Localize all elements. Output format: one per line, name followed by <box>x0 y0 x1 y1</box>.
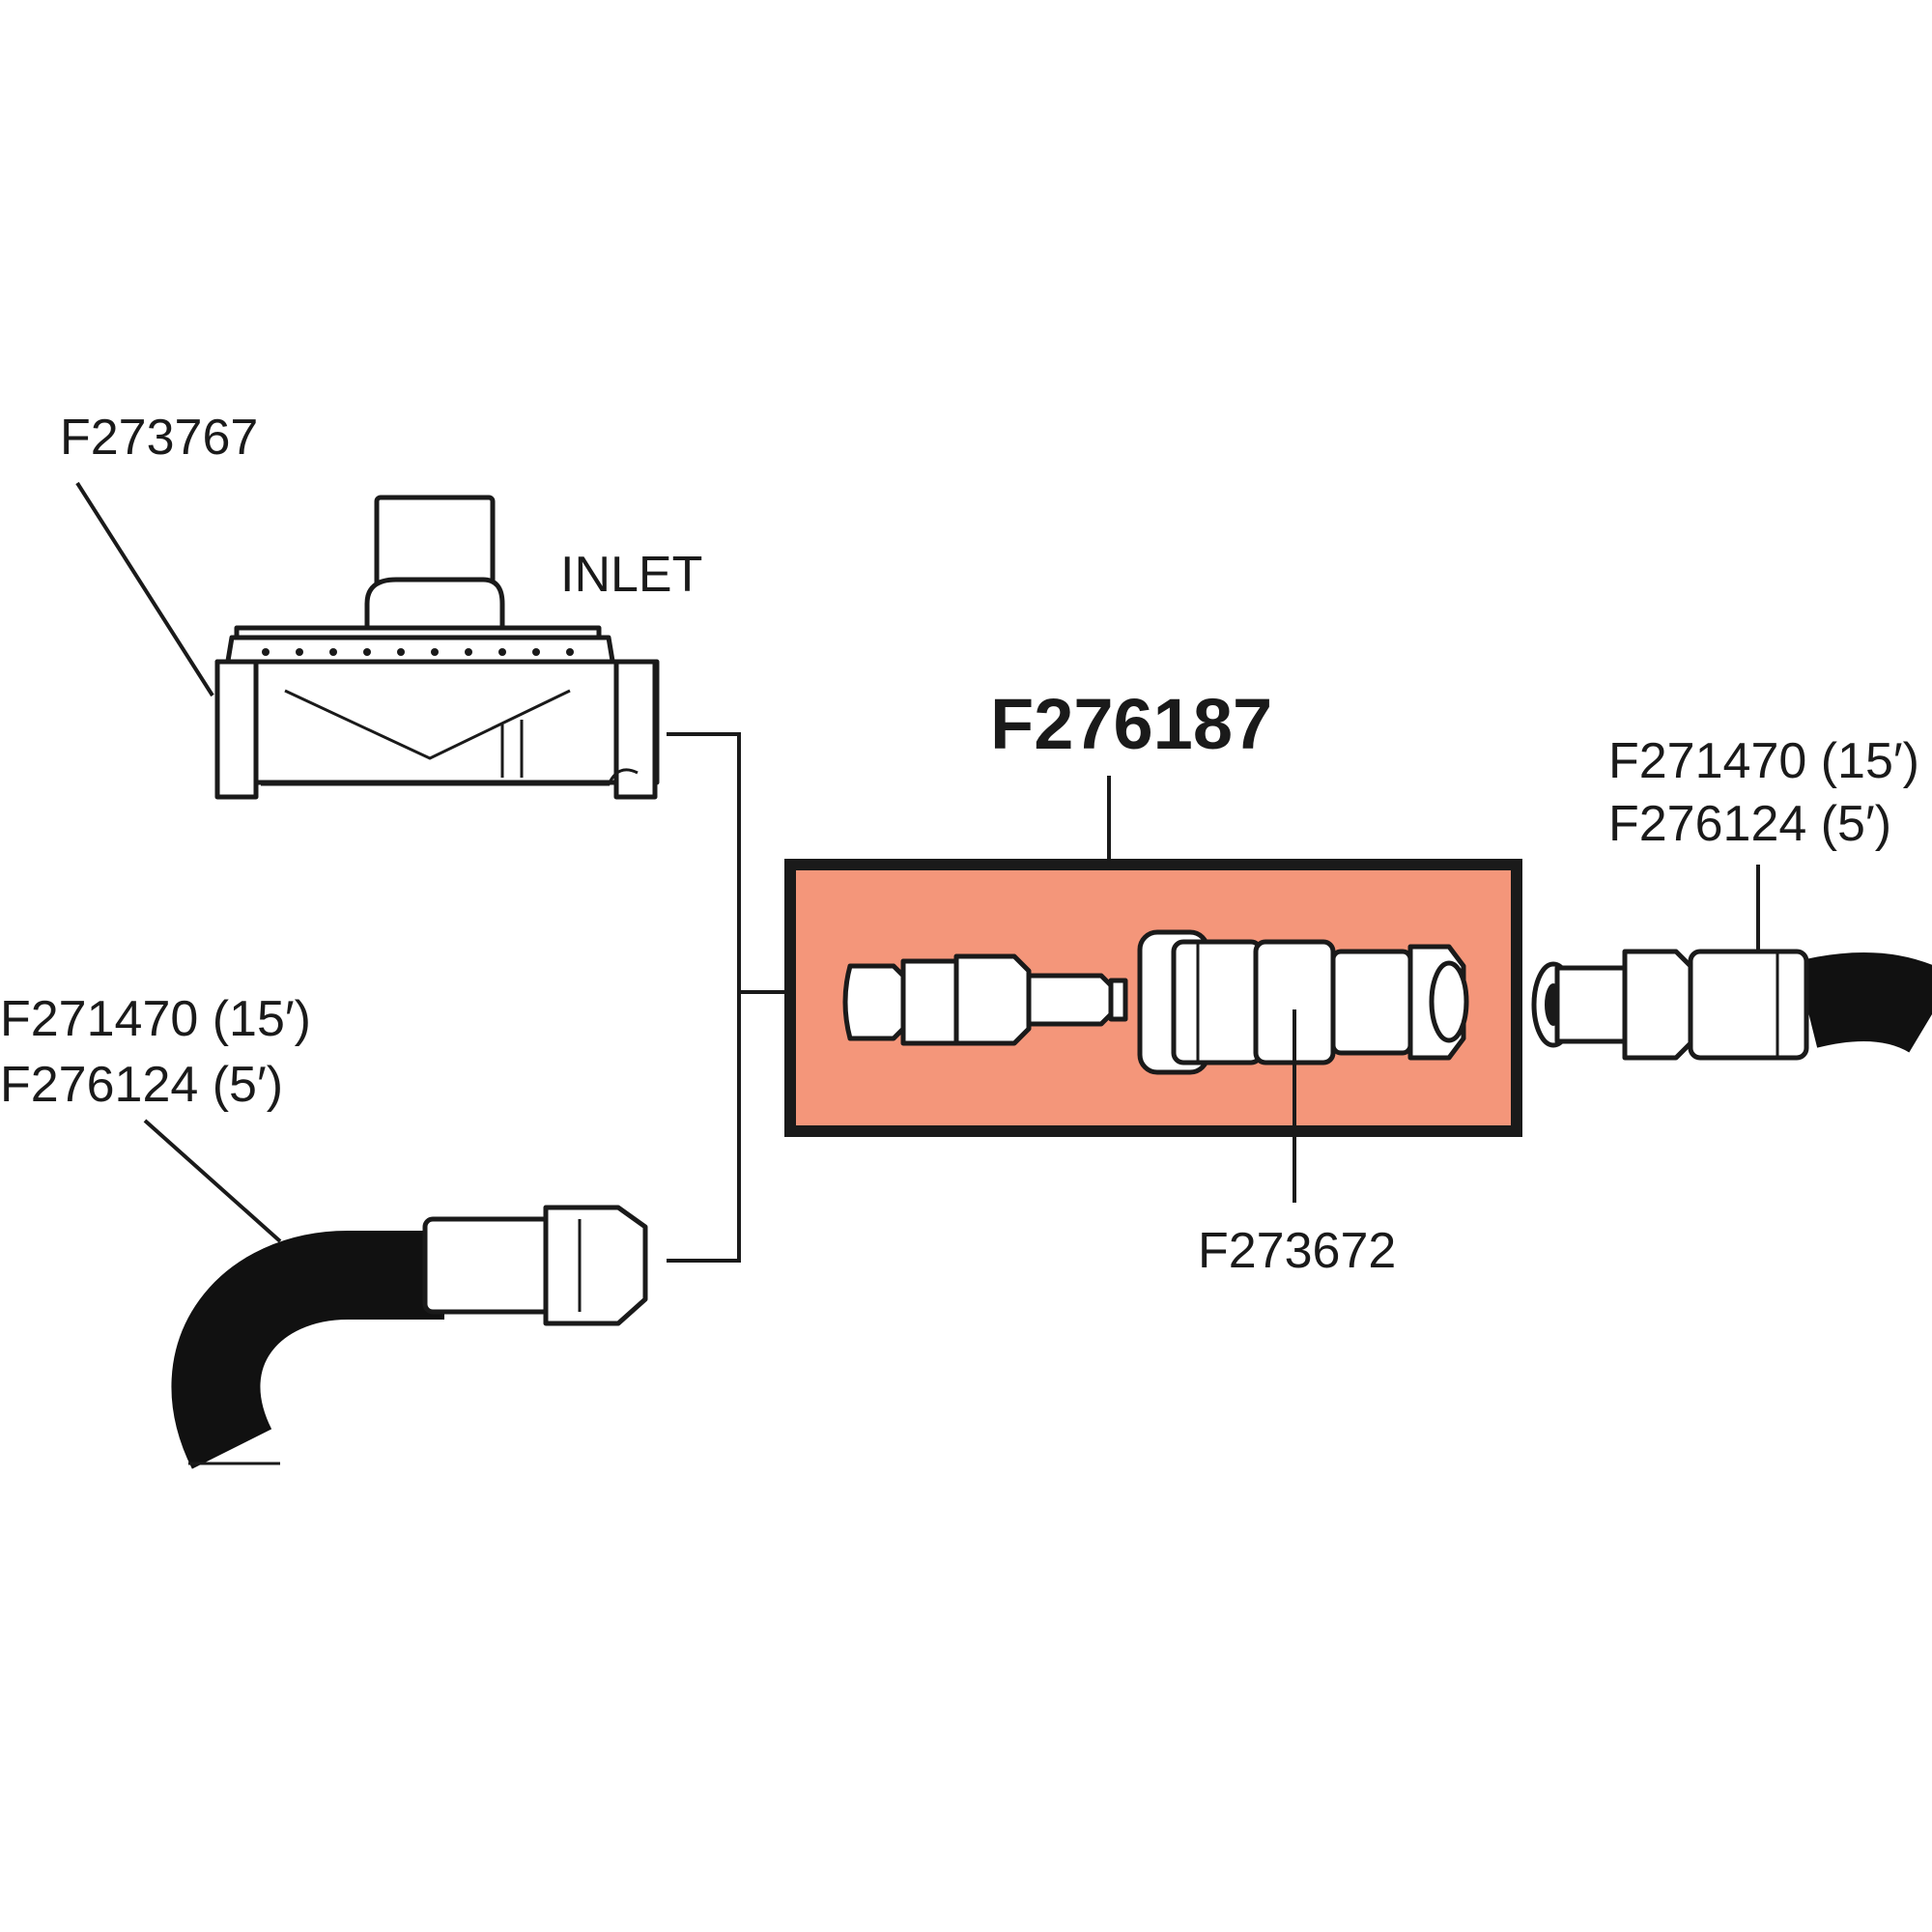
label-kit-part: F276187 <box>990 684 1272 764</box>
label-right-hose-long: F271470 (15′) <box>1608 733 1919 789</box>
label-left-hose-short: F276124 (5′) <box>0 1057 283 1113</box>
label-coupler-part: F273672 <box>1198 1223 1396 1279</box>
label-regulator-part: F273767 <box>60 410 258 466</box>
leader-regulator <box>75 481 214 697</box>
regulator-dots <box>262 648 574 656</box>
quick-coupler <box>1137 929 1469 1075</box>
label-inlet: INLET <box>560 547 702 603</box>
plug-fitting <box>842 953 1128 1046</box>
regulator <box>214 495 660 800</box>
label-left-hose-long: F271470 (15′) <box>0 991 311 1047</box>
label-right-hose-short: F276124 (5′) <box>1608 796 1891 852</box>
right-hose <box>1531 949 1932 1061</box>
connector-line-regulator <box>667 732 741 1263</box>
left-hose <box>171 1205 648 1469</box>
leader-left-hose <box>143 1119 282 1243</box>
